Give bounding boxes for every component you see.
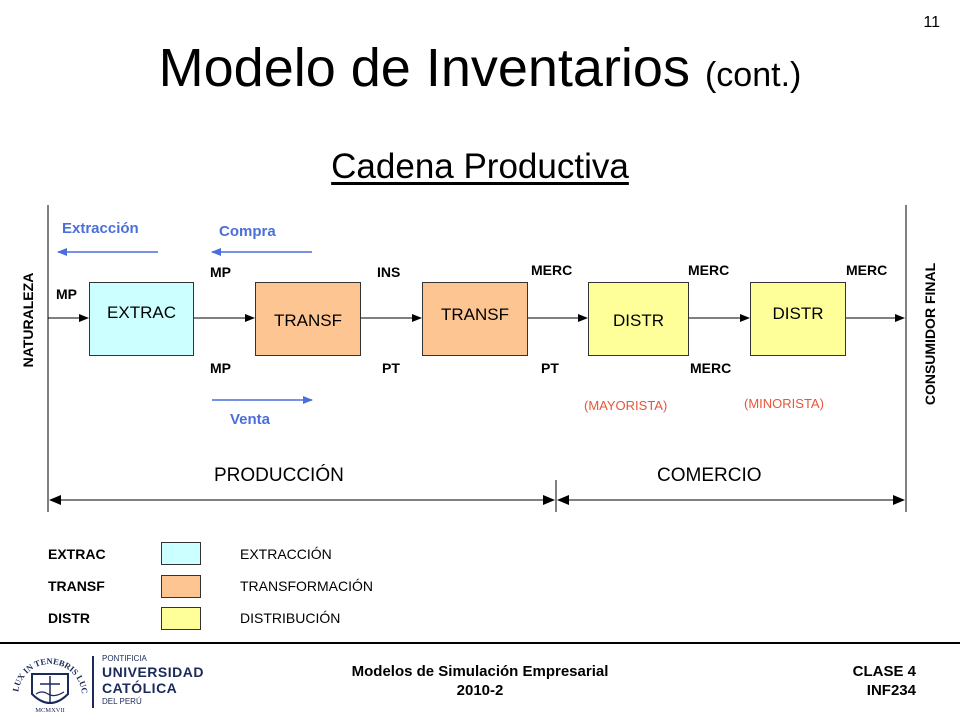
course-footer: Modelos de Simulación Empresarial 2010-2 [300,662,660,700]
legend-code-extrac: EXTRAC [48,546,106,562]
compra-label: Compra [219,223,276,240]
venta-label: Venta [230,411,271,428]
course-name: Modelos de Simulación Empresarial [351,663,609,680]
legend-code-transf: TRANSF [48,578,105,594]
merc-label-1: MERC [531,262,573,278]
diagram-subtitle: Cadena Productiva [331,147,629,186]
legend-swatch-extrac [161,542,201,565]
transf-box-2: TRANSF [422,282,528,356]
extrac-box: EXTRAC [89,282,194,356]
pt-label-1: PT [382,360,400,376]
mayorista-label: (MAYORISTA) [584,398,668,413]
mp-input-label: MP [56,286,77,302]
logo-year: MCMXVII [35,707,65,714]
minorista-label: (MINORISTA) [744,396,824,411]
logo-line-3: CATÓLICA [102,680,178,696]
legend-swatch-transf [161,575,201,598]
title-main: Modelo de Inventarios [158,38,690,98]
course-term: 2010-2 [456,682,504,699]
slide-title: Modelo de Inventarios (cont.) [0,36,960,107]
class-number: CLASE 4 [852,663,916,680]
extrac-box-label: EXTRAC [107,303,176,322]
distr-box-1: DISTR [588,282,689,356]
produccion-label: PRODUCCIÓN [214,465,344,486]
distr-box-2: DISTR [750,282,846,356]
page-number: 11 [923,14,940,31]
university-logo: ET LUX IN TENEBRIS LUCET MCMXVII PONTIFI… [10,650,310,714]
merc-label-2: MERC [688,262,730,278]
distr-box-2-label: DISTR [772,304,824,323]
mp-top-label: MP [210,264,231,280]
naturaleza-label: NATURALEZA [20,272,36,368]
extraccion-label: Extracción [62,220,139,237]
legend-code-distr: DISTR [48,610,90,626]
ins-label: INS [377,264,401,280]
legend-name-transf: TRANSFORMACIÓN [240,578,373,594]
title-suffix: (cont.) [704,56,802,94]
merc-bottom-label: MERC [690,360,732,376]
course-code: INF234 [866,682,916,699]
distr-box-1-label: DISTR [613,311,664,330]
legend-name-distr: DISTRIBUCIÓN [240,610,341,626]
legend-name-extrac: EXTRACCIÓN [240,546,332,562]
logo-divider [92,656,94,708]
logo-line-2: UNIVERSIDAD [102,664,204,680]
pt-label-2: PT [541,360,559,376]
transf-box-2-label: TRANSF [441,305,509,324]
footer-divider [0,642,960,644]
logo-line-4: DEL PERÚ [102,697,142,706]
consumidor-final-label: CONSUMIDOR FINAL [922,262,938,406]
logo-line-1: PONTIFICIA [102,654,147,663]
transf-box-1: TRANSF [255,282,361,356]
merc-label-3: MERC [846,262,888,278]
mp-bottom-label: MP [210,360,231,376]
class-footer: CLASE 4 INF234 [853,662,916,700]
transf-box-1-label: TRANSF [274,311,342,330]
comercio-label: COMERCIO [657,465,762,486]
shield-icon: ET LUX IN TENEBRIS LUCET MCMXVII [10,650,90,714]
legend-swatch-distr [161,607,201,630]
